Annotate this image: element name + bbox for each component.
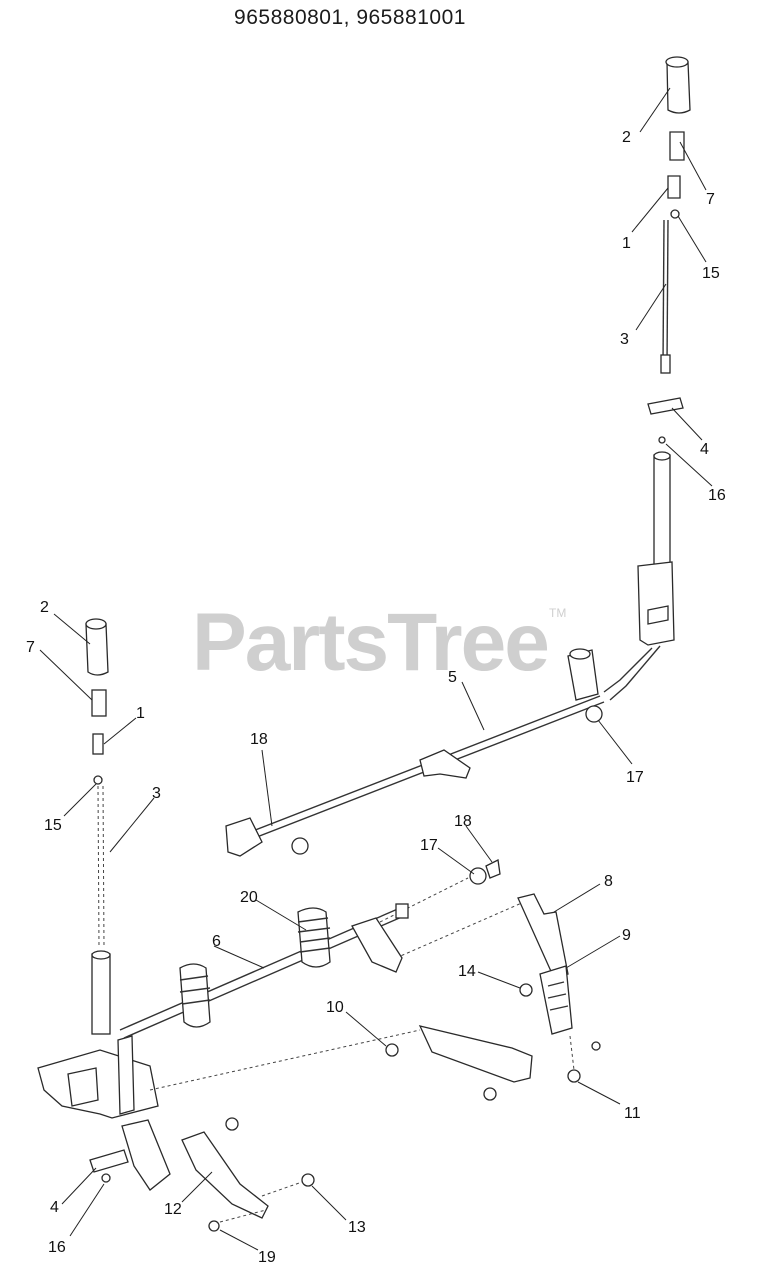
- right-grip-sleeve[interactable]: [669, 131, 685, 161]
- lower-linkage: [89, 1117, 315, 1232]
- callout-18-mid: 18: [454, 813, 472, 830]
- callout-15-right: 15: [702, 265, 720, 282]
- bushing-17-mid[interactable]: [469, 867, 487, 885]
- callout-4-right: 4: [700, 441, 709, 458]
- callout-6: 6: [212, 933, 221, 950]
- callout-7-left: 7: [26, 639, 35, 656]
- spring-left[interactable]: [179, 963, 211, 1028]
- nut-18-mid[interactable]: [485, 859, 501, 879]
- callout-3-left: 3: [152, 785, 161, 802]
- right-knob-top: [665, 56, 689, 68]
- leader-lines: [39, 87, 713, 1251]
- nut-11[interactable]: [567, 1069, 581, 1083]
- left-grip-sleeve[interactable]: [91, 689, 107, 717]
- callout-13: 13: [348, 1219, 366, 1236]
- callout-15-left: 15: [44, 817, 62, 834]
- callout-18-top: 18: [250, 731, 268, 748]
- callout-19: 19: [258, 1249, 276, 1266]
- cross-shaft-5: [225, 648, 605, 857]
- cross-shaft-6: [119, 859, 525, 1091]
- control-plate: [418, 1025, 533, 1083]
- left-nut-16[interactable]: [101, 1173, 111, 1183]
- callout-4-left: 4: [50, 1199, 59, 1216]
- shaft-6-arm: [351, 917, 403, 973]
- shaft-5-left-end: [225, 817, 263, 857]
- callout-8: 8: [604, 873, 613, 890]
- bushing-14[interactable]: [519, 983, 533, 997]
- callout-labels: 2 7 1 15 3 4 16 5 17 2 7 1 15 3 18 18 17…: [26, 129, 726, 1266]
- callout-11: 11: [624, 1105, 641, 1122]
- right-pivot-bolt[interactable]: [647, 397, 684, 415]
- callout-10: 10: [326, 999, 344, 1016]
- model-numbers-title: 965880801, 965881001: [234, 6, 466, 29]
- left-spring-pin[interactable]: [92, 733, 104, 755]
- bolt-13[interactable]: [301, 1173, 315, 1187]
- callout-20: 20: [240, 889, 258, 906]
- pivot-arm: [121, 1119, 171, 1191]
- right-rod-end: [660, 354, 671, 374]
- shaft-5-center-arm: [419, 749, 471, 779]
- link-arm-12[interactable]: [181, 1131, 269, 1219]
- right-lever-rod: [666, 219, 669, 367]
- callout-7-right: 7: [706, 191, 715, 208]
- nut-10[interactable]: [385, 1043, 399, 1057]
- lever-9[interactable]: [539, 965, 573, 1035]
- watermark-trademark: TM: [549, 606, 567, 620]
- shaft-6-end: [395, 903, 409, 919]
- link-8[interactable]: [517, 893, 569, 979]
- callout-16-right: 16: [708, 487, 726, 504]
- callout-5: 5: [448, 669, 457, 686]
- left-lever-rod: [97, 785, 100, 949]
- right-washer-15[interactable]: [670, 209, 680, 219]
- right-nut-16[interactable]: [658, 436, 666, 444]
- bushing-17-right[interactable]: [585, 705, 603, 723]
- callout-16-left: 16: [48, 1239, 66, 1256]
- left-washer-15[interactable]: [93, 775, 103, 785]
- callout-17-right: 17: [626, 769, 644, 786]
- spring-20[interactable]: [297, 907, 331, 968]
- callout-1-left: 1: [136, 705, 145, 722]
- callout-3-right: 3: [620, 331, 629, 348]
- right-lower-tube: [653, 454, 671, 571]
- callout-12: 12: [164, 1201, 182, 1218]
- right-mount-bracket: [637, 561, 675, 646]
- left-control-column: [37, 618, 159, 1119]
- right-spring-pin[interactable]: [667, 175, 681, 199]
- partstree-watermark: PartsTree: [192, 597, 550, 688]
- left-base-bracket: [37, 1049, 159, 1119]
- callout-2-left: 2: [40, 599, 49, 616]
- callout-17-mid: 17: [420, 837, 438, 854]
- callout-1-right: 1: [622, 235, 631, 252]
- callout-9: 9: [622, 927, 631, 944]
- right-control-column: [603, 56, 691, 701]
- nut-18-top[interactable]: [291, 837, 309, 855]
- right-linkage: [385, 893, 601, 1101]
- left-pivot-bolt[interactable]: [89, 1149, 129, 1173]
- callout-14: 14: [458, 963, 476, 980]
- callout-2-right: 2: [622, 129, 631, 146]
- left-lower-tube: [91, 953, 111, 1035]
- nut-19[interactable]: [208, 1220, 220, 1232]
